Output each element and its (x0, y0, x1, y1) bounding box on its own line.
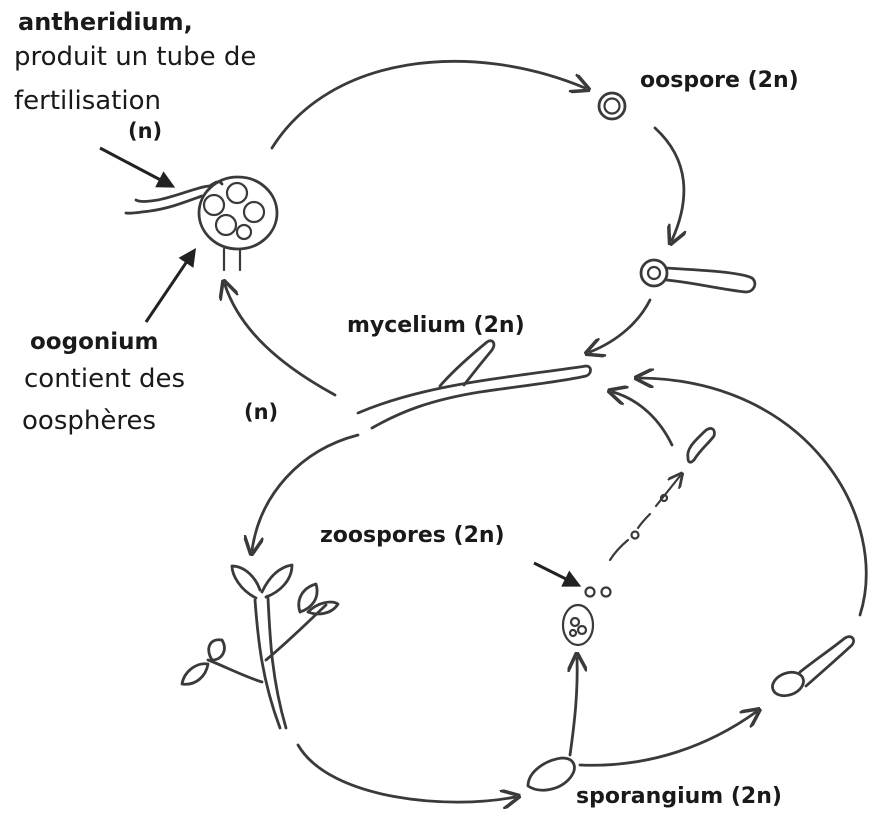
oospore-label: oospore (2n) (640, 70, 799, 92)
arrow-sporangium-to-zoospores (570, 658, 577, 755)
oogonium-ploidy-label: (n) (244, 402, 278, 423)
arrow-germ-tube-to-mycelium (640, 378, 866, 615)
arrow-oospore-to-germinating (655, 128, 684, 240)
arrow-host-plant-to-sporangium (298, 745, 515, 802)
zoospore-release-icon (563, 588, 611, 646)
arrow-mycelium-to-oogonium (225, 285, 335, 395)
oogonium-label-line3: oosphères (22, 408, 156, 434)
zoospores-label: zoospores (2n) (320, 525, 505, 547)
oogonium-icon (199, 177, 277, 270)
arrow-sporangium-to-germ-tube (580, 712, 756, 765)
mycelium-label: mycelium (2n) (347, 315, 525, 337)
arrow-antheridium-to-oospore (272, 61, 585, 148)
arrow-zoospore-cyst-to-mycelium (613, 392, 672, 445)
antheridium-label-line3: fertilisation (14, 88, 161, 114)
germinating-sporangium-icon (769, 637, 853, 700)
germinating-oospore-icon (641, 260, 755, 292)
mycelium-icon (358, 341, 591, 428)
oospore-icon (599, 93, 625, 119)
arrow-germinating-to-mycelium (590, 300, 650, 352)
oogonium-label-line1: oogonium (30, 331, 158, 354)
zoospore-dispersal-path (610, 476, 680, 560)
oogonium-label-line2: contient des (24, 366, 185, 392)
pointer-arrow-oogonium (146, 251, 194, 322)
sporangium-icon (528, 758, 574, 790)
host-plant-icon (182, 565, 338, 728)
pointer-arrow-antheridium (100, 148, 172, 186)
pointer-arrow-zoospores (534, 563, 578, 585)
antheridium-label-line1: antheridium, (18, 10, 193, 34)
encysted-zoospore-icon (688, 429, 715, 463)
antheridium-ploidy-label: (n) (128, 121, 162, 142)
antheridium-label-line2: produit un tube de (14, 44, 256, 70)
sporangium-label: sporangium (2n) (576, 786, 782, 808)
